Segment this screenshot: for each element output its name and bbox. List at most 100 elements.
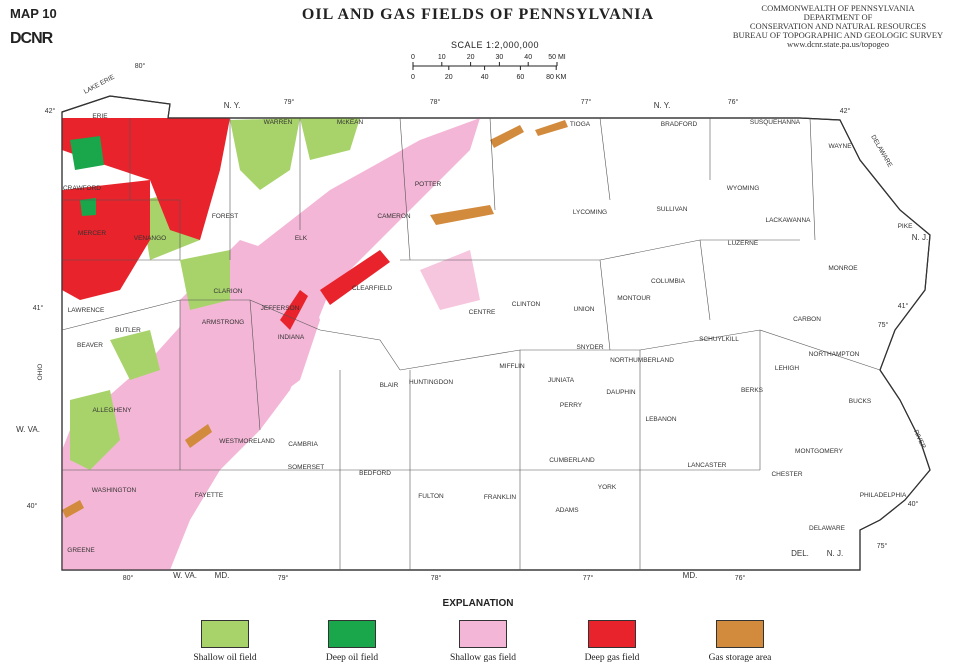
state-label: MD. [215,571,230,580]
gas-storage-area [62,500,84,518]
legend: Shallow oil field Deep oil field Shallow… [0,620,956,670]
county-label: NORTHUMBERLAND [610,357,674,364]
county-label: SUSQUEHANNA [750,119,801,126]
longitude-label: 76° [728,98,739,106]
county-label: POTTER [415,181,442,188]
county-label: JUNIATA [548,377,575,384]
county-label: BERKS [741,387,764,394]
latitude-label: 41° [898,302,909,310]
county-label: PIKE [898,223,913,230]
county-label: BUCKS [849,398,872,405]
deep-gas-field [62,118,230,240]
scale-tick-label: 60 [517,74,525,81]
scale-tick-label: 20 [445,74,453,81]
county-label: MONTGOMERY [795,448,844,455]
county-label: VENANGO [134,235,167,242]
scale-tick-label: 40 [524,54,532,61]
scale-tick-label: 10 [438,54,446,61]
county-label: LEBANON [645,416,676,423]
legend-label: Deep oil field [325,653,379,663]
county-label: McKEAN [337,119,364,126]
county-label: ALLEGHENY [92,407,132,414]
county-label: CLINTON [512,301,541,308]
county-label: CAMERON [377,213,411,220]
county-label: NORTHAMPTON [809,351,860,358]
legend-item-deep-oil: Deep oil field [292,620,412,663]
county-label: ARMSTRONG [202,319,244,326]
shallow-oil-field [180,250,230,310]
water-label: DELAWARE [869,134,893,169]
legend-label: Shallow oil field [193,653,257,663]
state-label: N. Y. [654,101,671,110]
county-label: HUNTINGDON [409,379,453,386]
shallow-oil-field [110,330,160,380]
county-label: DAUPHIN [606,389,636,396]
shallow-gas-field [420,250,480,310]
longitude-label: 75° [877,542,888,550]
legend-label: Gas storage area [708,653,772,663]
deep-oil-field [80,198,96,216]
county-label: LYCOMING [573,209,607,216]
state-label: N. J. [912,233,928,242]
county-boundaries [61,117,881,570]
county-label: CRAWFORD [63,185,101,192]
county-label: ERIE [92,113,108,120]
scale-tick-label: 0 [411,54,415,61]
legend-item-gas-storage: Gas storage area [680,620,800,663]
latitude-label: 42° [45,107,56,115]
county-label: DELAWARE [809,525,846,532]
state-label: W. VA. [173,571,197,580]
county-label: LEHIGH [775,365,800,372]
legend-title: EXPLANATION [442,598,514,609]
shallow-oil-field [230,118,300,190]
county-label: FULTON [418,493,444,500]
county-label: SOMERSET [288,464,325,471]
county-label: CHESTER [771,471,802,478]
state-label: W. VA. [16,425,40,434]
county-label: INDIANA [278,334,305,341]
legend-swatch [328,620,376,648]
county-label: BUTLER [115,327,141,334]
county-label: LANCASTER [687,462,726,469]
longitude-label: 79° [278,574,289,582]
agency-line: CONSERVATION AND NATURAL RESOURCES [749,21,927,31]
agency-url: www.dcnr.state.pa.us/topogeo [787,39,889,49]
state-boundary-stroke [61,95,931,571]
water-label: LAKE ERIE [83,73,117,95]
county-label: SCHUYLKILL [699,336,739,343]
county-label: WESTMORELAND [219,438,275,445]
water-label: OHIO [37,364,44,381]
legend-label: Shallow gas field [450,653,516,663]
county-label: MONTOUR [617,295,651,302]
county-label: ADAMS [555,507,579,514]
county-label: CLEARFIELD [352,285,392,292]
longitude-label: 80° [123,574,134,582]
county-label: CARBON [793,316,821,323]
deep-gas-field [320,250,390,305]
county-label: GREENE [67,547,95,554]
county-label: WYOMING [727,185,760,192]
scale-tick-label: 20 [467,54,475,61]
county-label: JEFFERSON [261,305,300,312]
scale-label: SCALE 1:2,000,000 [450,40,540,50]
county-label: UNION [574,306,595,313]
longitude-label: 79° [284,98,295,106]
longitude-label: 80° [135,62,146,70]
county-label: WASHINGTON [92,487,137,494]
county-label: PERRY [560,402,583,409]
latitude-label: 40° [27,502,38,510]
longitude-label: 78° [430,98,441,106]
map-number: MAP 10 [10,6,57,21]
agency-line: BUREAU OF TOPOGRAPHIC AND GEOLOGIC SURVE… [732,30,944,40]
county-label: WARREN [264,119,293,126]
county-label: BEDFORD [359,470,391,477]
agency-line: COMMONWEALTH OF PENNSYLVANIA [761,3,915,13]
scale-tick-label: 40 [481,74,489,81]
latitude-label: 40° [908,500,919,508]
scale-tick-label: 50 MI [548,54,566,61]
county-label: BRADFORD [661,121,698,128]
shallow-oil-field [300,118,360,160]
county-label: FAYETTE [195,492,224,499]
gas-storage-area [430,205,494,225]
